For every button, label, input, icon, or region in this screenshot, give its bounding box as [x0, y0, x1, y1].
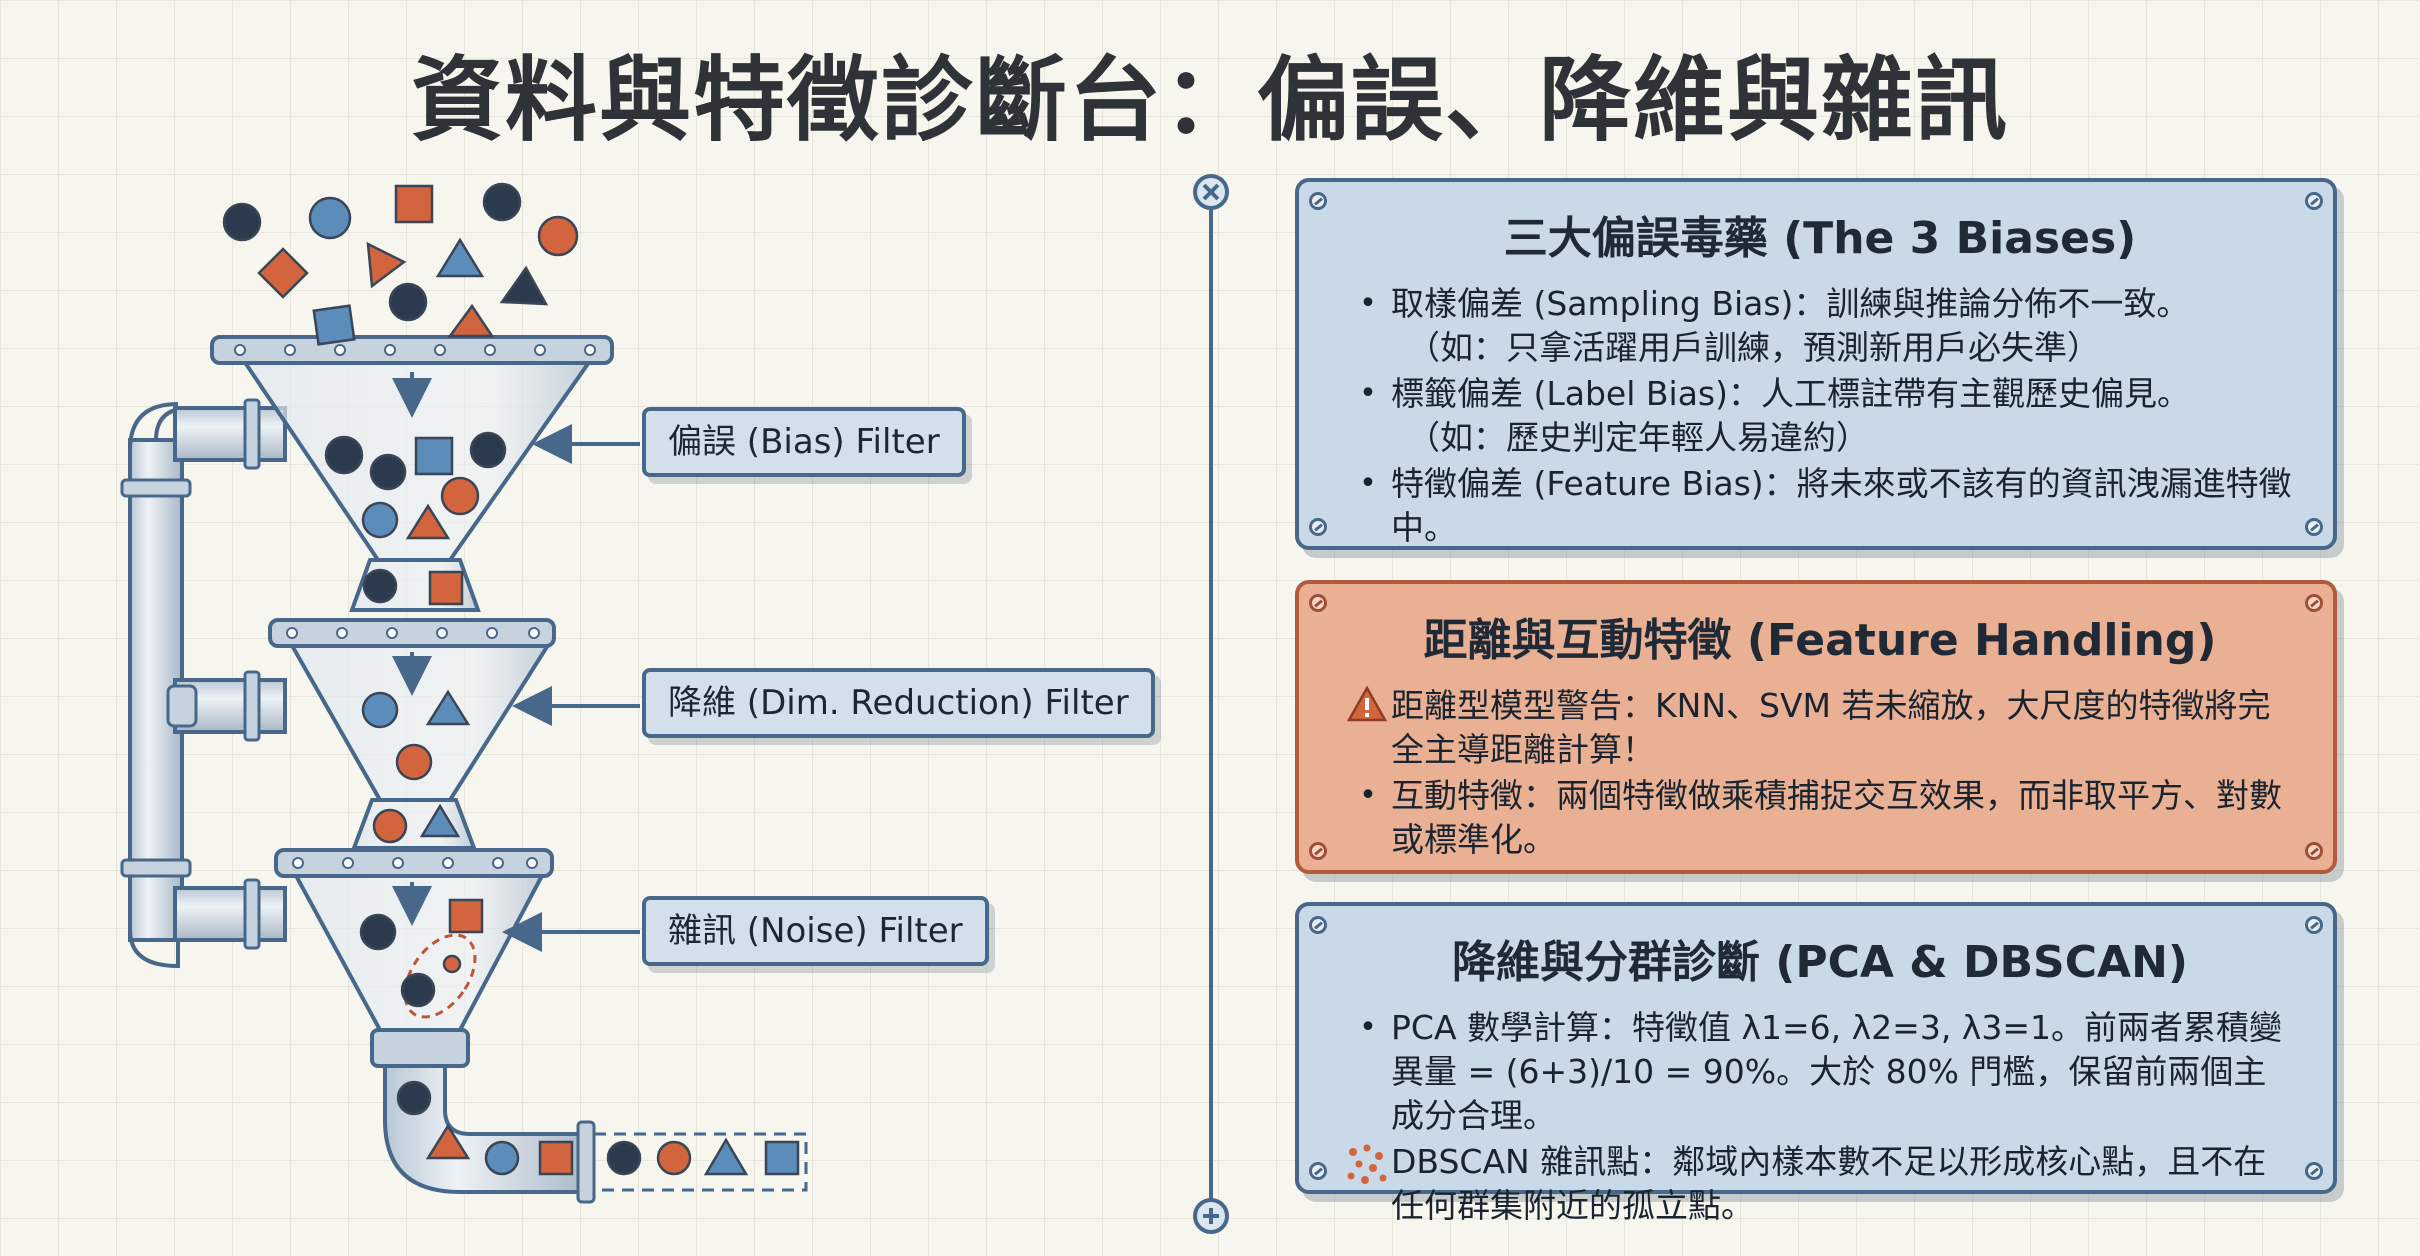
- screw-icon: [1309, 1162, 1327, 1180]
- list-item: • 特徵偏差 (Feature Bias)：將未來或不該有的資訊洩漏進特徵中。: [1347, 462, 2293, 550]
- example-note: （如：歷史判定年輕人易違約）: [1407, 418, 1869, 457]
- screw-icon: [2305, 594, 2323, 612]
- list-item: 距離型模型警告：KNN、SVM 若未縮放，大尺度的特徵將完全主導距離計算！: [1347, 684, 2293, 772]
- screw-icon: [2305, 192, 2323, 210]
- list-item: DBSCAN 雜訊點：鄰域內樣本數不足以形成核心點，且不在任何群集附近的孤立點。: [1347, 1140, 2293, 1228]
- warning-icon: [1347, 686, 1387, 722]
- pca-dbscan-panel-title: 降維與分群診斷 (PCA & DBSCAN): [1451, 937, 2189, 988]
- screw-icon: [2305, 518, 2323, 536]
- noise-filter-label: 雜訊 (Noise) Filter: [642, 896, 989, 966]
- list-item: • 互動特徵：兩個特徵做乘積捕捉交互效果，而非取平方、對數或標準化。: [1347, 774, 2293, 862]
- dim-reduction-funnel-shapes: [361, 689, 471, 844]
- screw-icon: [2305, 1162, 2323, 1180]
- screw-icon: [1309, 518, 1327, 536]
- screw-icon: [1309, 842, 1327, 860]
- screw-icon: [1309, 916, 1327, 934]
- biases-panel: 三大偏誤毒藥 (The 3 Biases) • 取樣偏差 (Sampling B…: [1295, 178, 2337, 550]
- feature-handling-panel: 距離與互動特徵 (Feature Handling) 距離型模型警告：KNN、S…: [1295, 580, 2337, 874]
- dim-reduction-filter-label: 降維 (Dim. Reduction) Filter: [642, 668, 1155, 738]
- bullet-icon: •: [1359, 466, 1377, 501]
- bullet-icon: •: [1359, 1010, 1377, 1045]
- screw-icon: [2305, 842, 2323, 860]
- screw-icon: [1309, 192, 1327, 210]
- screw-icon: [2305, 916, 2323, 934]
- bullet-icon: •: [1359, 286, 1377, 321]
- biases-list: • 取樣偏差 (Sampling Bias)：訓練與推論分佈不一致。 （如：只拿…: [1347, 282, 2293, 550]
- list-item: • 取樣偏差 (Sampling Bias)：訓練與推論分佈不一致。 （如：只拿…: [1347, 282, 2293, 370]
- side-pipe: [120, 398, 287, 969]
- feature-handling-list: 距離型模型警告：KNN、SVM 若未縮放，大尺度的特徵將完全主導距離計算！ • …: [1347, 684, 2293, 862]
- bullet-icon: •: [1359, 778, 1377, 813]
- funnel-diagram: [120, 174, 1229, 1234]
- bias-funnel-shapes: [324, 431, 507, 606]
- screw-icon: [1309, 594, 1327, 612]
- feature-handling-panel-title: 距離與互動特徵 (Feature Handling): [1423, 615, 2217, 666]
- input-shapes: [222, 182, 579, 346]
- divider: [1193, 174, 1229, 1234]
- pca-dbscan-panel: 降維與分群診斷 (PCA & DBSCAN) • PCA 數學計算：特徵值 λ1…: [1295, 902, 2337, 1225]
- list-item: • PCA 數學計算：特徵值 λ1=6, λ2=3, λ3=1。前兩者累積變異量…: [1347, 1006, 2293, 1138]
- noise-funnel-shapes: [359, 898, 484, 1019]
- biases-panel-title: 三大偏誤毒藥 (The 3 Biases): [1503, 213, 2137, 264]
- page-title: 資料與特徵診斷台：偏誤、降維與雜訊: [410, 47, 2009, 154]
- label-arrows: [502, 424, 640, 952]
- pca-dbscan-list: • PCA 數學計算：特徵值 λ1=6, λ2=3, λ3=1。前兩者累積變異量…: [1347, 1006, 2293, 1228]
- output-shapes: [396, 1080, 800, 1176]
- bullet-icon: •: [1359, 376, 1377, 411]
- rim-rivets: [234, 344, 596, 869]
- noise-dots-icon: [1347, 1144, 1387, 1184]
- list-item: • 標籤偏差 (Label Bias)：人工標註帶有主觀歷史偏見。 （如：歷史判…: [1347, 372, 2293, 460]
- bias-filter-label: 偏誤 (Bias) Filter: [642, 407, 966, 477]
- example-note: （如：只拿活躍用戶訓練，預測新用戶必失準）: [1407, 328, 2100, 367]
